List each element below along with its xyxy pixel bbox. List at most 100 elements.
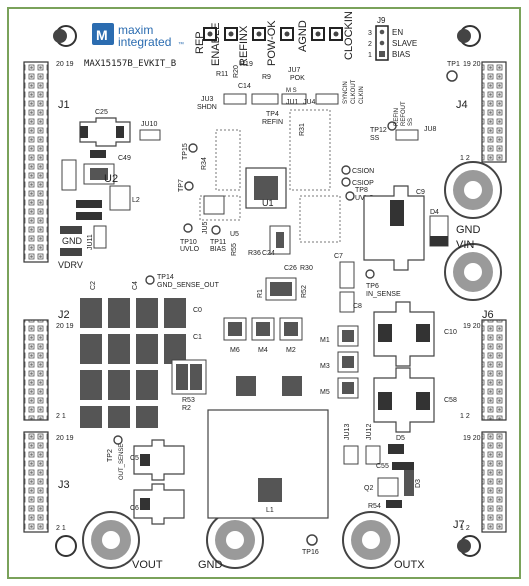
r36-label: R36 — [248, 250, 261, 257]
m2-label: M2 — [286, 347, 296, 354]
ms-label: M S — [286, 88, 297, 94]
tp-refin-ss: TP4 REFIN TP12 SS REFIN REFOUT SS JU8 — [262, 101, 437, 142]
bias-label: BIAS — [210, 246, 226, 253]
ju12-label: JU12 — [366, 424, 373, 440]
c24-label: C24 — [262, 250, 275, 257]
output-cap-bank: C0 C1 R53 R2 — [80, 298, 207, 428]
c6-label: C6 — [130, 505, 139, 512]
terminal-gnd-right: GND — [444, 161, 502, 236]
brand-bottom: integrated — [118, 35, 171, 49]
j2-top-pins: 20 19 — [56, 323, 74, 330]
m6-label: M6 — [230, 347, 240, 354]
outx-label: OUTX — [394, 559, 425, 571]
c2-label: C2 — [90, 281, 97, 290]
j6-top-pins: 19 20 — [463, 323, 481, 330]
refout-label: REFOUT — [401, 101, 407, 126]
j2-label: J2 — [58, 309, 70, 321]
c0-label: C0 — [193, 307, 202, 314]
bulk-caps: C10 C58 — [373, 301, 457, 433]
j3-label: J3 — [58, 479, 70, 491]
r9-label: R9 — [262, 74, 271, 81]
tp14-label: TP14 — [157, 274, 174, 281]
uvlo-left-label: UVLO — [180, 246, 200, 253]
ju5-label: JU5 — [202, 221, 209, 234]
r34-label: R34 — [201, 157, 208, 170]
mosfets-lower: M6 M4 M2 — [223, 317, 303, 354]
connector-j7: 19 20 J7 1 2 — [453, 431, 507, 533]
tp1-label: TP1 — [447, 61, 460, 68]
c8-label: C8 — [353, 303, 362, 310]
shdn-label: SHDN — [197, 104, 217, 111]
ss-right-label: SS — [408, 118, 414, 126]
ju4-label: JU4 — [303, 99, 316, 106]
c26-label: C26 — [284, 265, 297, 272]
ju13-label: JU13 — [344, 424, 351, 440]
left-upper-components: C25 JU10 C49 U2 L2 — [61, 109, 161, 220]
pow-ok-label: POW-OK — [266, 20, 278, 66]
c55-label: C55 — [376, 463, 389, 470]
r2-label: R2 — [182, 405, 191, 412]
tp8-label: TP8 — [355, 187, 368, 194]
j4-bottom-pins: 1 2 — [460, 155, 470, 162]
r30-label: R30 — [300, 265, 313, 272]
l1-label: L1 — [266, 507, 274, 514]
c58-label: C58 — [444, 397, 457, 404]
j3-bottom-pins: 2 1 — [56, 525, 66, 532]
connector-j2: 20 19 J2 2 1 — [23, 309, 74, 421]
terminal-vout: VOUT — [82, 511, 163, 571]
refinx-label: REFINX — [238, 25, 250, 66]
tp10-label: TP10 — [180, 239, 197, 246]
ju11-label: JU11 — [87, 234, 94, 250]
j6-bottom-pins: 1 2 — [460, 413, 470, 420]
header-labels: REP ENABLE REFINX POW-OK AGND CLOCKIN — [194, 11, 355, 66]
c10-label: C10 — [444, 329, 457, 336]
l2-label: L2 — [132, 197, 140, 204]
connector-j6: 19 20 J6 1 2 — [460, 309, 507, 421]
j9-en: EN — [392, 28, 403, 37]
clkout-label: CLKOUT — [351, 79, 357, 104]
refin-label: REFIN — [262, 119, 283, 126]
connector-j3: 20 19 J3 2 1 — [23, 431, 74, 533]
ju7-label: JU7 — [288, 67, 301, 74]
clockin-label: CLOCKIN — [343, 11, 355, 60]
j9-pin-3: 3 — [368, 30, 372, 37]
q2-label: Q2 — [364, 485, 373, 492]
j9-header: J9 3 2 1 EN SLAVE BIAS — [368, 16, 417, 61]
r55-label: R55 — [231, 243, 238, 256]
gnd-vdrv-header: GND VDRV JU11 — [58, 225, 107, 270]
connector-j1: 20 19 J1 — [23, 61, 74, 263]
u2-label: U2 — [104, 173, 118, 185]
ss-label: SS — [370, 135, 380, 142]
header-posts — [203, 27, 343, 41]
pok-label: POK — [290, 75, 305, 82]
refin-right-label: REFIN — [394, 108, 400, 126]
board-name: MAX15157B_EVKIT_B — [84, 59, 176, 69]
gnd-bottom-label: GND — [198, 559, 223, 571]
j1-label: J1 — [58, 99, 70, 111]
terminal-gnd-bottom: GND — [198, 511, 264, 571]
in-sense-label: IN_SENSE — [366, 291, 401, 298]
j9-pin-1: 1 — [368, 52, 372, 59]
agnd-label: AGND — [297, 20, 309, 52]
j9-slave: SLAVE — [392, 39, 417, 48]
syncin-label: SYNCIN — [343, 81, 349, 104]
j4-label: J4 — [456, 99, 468, 111]
gnd-left-label: GND — [62, 236, 83, 246]
u5-label: U5 — [230, 231, 239, 238]
input-area: C9 D4 C7 C8 TP6 IN_SENSE — [334, 185, 449, 313]
tp12-label: TP12 — [370, 127, 387, 134]
c9-label: C9 — [416, 189, 425, 196]
tp2-label: TP2 — [107, 449, 114, 462]
maxim-logo: M maxim integrated ™ — [92, 23, 184, 49]
vin-label: VIN — [456, 239, 474, 251]
tp1: TP1 — [446, 61, 460, 82]
m5-label: M5 — [320, 389, 330, 396]
c7-label: C7 — [334, 253, 343, 260]
tp6-label: TP6 — [366, 283, 379, 290]
j9-label: J9 — [377, 16, 386, 25]
vout-label: VOUT — [132, 559, 163, 571]
tp4-label: TP4 — [266, 111, 279, 118]
output-caps: C5 C6 TP2 OUT_SENSE — [107, 435, 185, 525]
